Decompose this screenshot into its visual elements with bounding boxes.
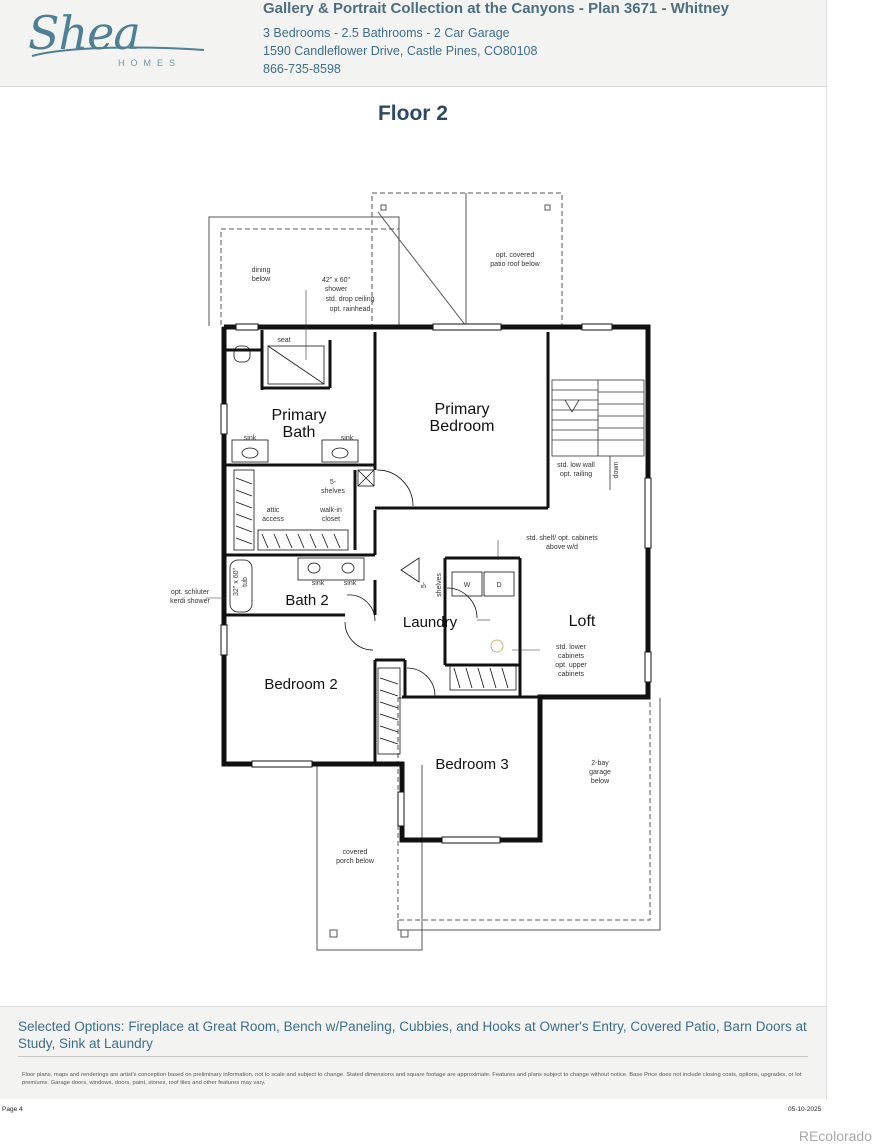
floor-title: Floor 2 xyxy=(377,102,448,125)
washer-label: W xyxy=(464,582,471,589)
document-page: Shea HOMES Gallery & Portrait Collection… xyxy=(0,0,827,1100)
lower-cabinets-note-4: cabinets xyxy=(558,671,585,678)
lower-cabinets-note-2: cabinets xyxy=(558,653,585,660)
walkin-note-2: closet xyxy=(322,516,340,523)
laundry-shelves-note-1: 5- xyxy=(421,581,428,588)
primary-bedroom-label-1: Primary xyxy=(434,401,489,418)
post-markers xyxy=(329,204,551,938)
garage-note-3: below xyxy=(591,778,610,785)
bath2-label: Bath 2 xyxy=(285,592,328,609)
divider xyxy=(18,1056,808,1057)
bedroom3-label: Bedroom 3 xyxy=(435,756,508,773)
seat-note: seat xyxy=(277,337,290,344)
shelf-cabinets-note-1: std. shelf/ opt. cabinets xyxy=(526,535,598,542)
page-date: 05-10-2025 xyxy=(788,1106,822,1113)
plan-address: 1590 Candleflower Drive, Castle Pines, C… xyxy=(263,44,538,58)
primary-bath-label-2: Bath xyxy=(283,424,316,441)
shower-note-4: opt. rainhead xyxy=(330,306,371,313)
sink-note-1: sink xyxy=(244,435,257,442)
shelf-cabinets-note-2: above w/d xyxy=(546,544,578,551)
header-band: Shea HOMES Gallery & Portrait Collection… xyxy=(0,0,826,87)
floor-plan-drawing: Primary Bath Primary Bedroom Loft Laundr… xyxy=(170,192,661,951)
schluter-note-1: opt. schluter xyxy=(171,589,210,596)
disclaimer-text: Floor plans, maps and renderings are art… xyxy=(22,1072,802,1086)
overhang-lines xyxy=(208,193,661,951)
loft-label: Loft xyxy=(569,613,596,630)
bedroom2-label: Bedroom 2 xyxy=(264,676,337,693)
closet-shelving xyxy=(233,469,517,755)
primary-bedroom-label-2: Bedroom xyxy=(430,418,495,435)
page-number: Page 4 xyxy=(2,1106,23,1113)
sink-note-3: sink xyxy=(312,580,325,587)
tub-note-2: tub xyxy=(242,577,249,587)
sink-note-4: sink xyxy=(344,580,357,587)
plan-specs: 3 Bedrooms - 2.5 Bathrooms - 2 Car Garag… xyxy=(263,26,510,40)
fixtures xyxy=(229,345,515,653)
door-swings xyxy=(344,469,478,697)
lower-cabinets-note-1: std. lower xyxy=(556,644,587,651)
tub-note-1: 32" x 60" xyxy=(233,568,240,596)
railing-note-1: std. low wall xyxy=(557,462,595,469)
walkin-note-1: walk-in xyxy=(319,507,342,514)
shower-note-3: std. drop ceiling xyxy=(325,296,374,303)
shelves-note-1: 5- xyxy=(330,479,337,486)
porch-note-2: porch below xyxy=(336,858,375,865)
railing-note-2: opt. railing xyxy=(560,471,592,478)
staircase xyxy=(551,379,645,490)
logo-subtitle: HOMES xyxy=(118,58,182,68)
leader-lines xyxy=(206,290,540,651)
logo-swoosh-icon xyxy=(31,46,205,57)
dryer-label: D xyxy=(496,582,501,589)
attic-note-2: access xyxy=(262,516,284,523)
garage-note-2: garage xyxy=(589,769,611,776)
logo-wordmark: Shea xyxy=(28,6,141,60)
plan-phone: 866-735-8598 xyxy=(263,62,341,76)
plan-title: Gallery & Portrait Collection at the Can… xyxy=(263,0,729,17)
watermark: REcolorado xyxy=(798,1128,872,1144)
shelves-note-2: shelves xyxy=(321,488,345,495)
lower-cabinets-note-3: opt. upper xyxy=(555,662,587,669)
sink-note-2: sink xyxy=(341,435,354,442)
laundry-label: Laundry xyxy=(403,614,458,631)
dining-below-note-1: dining xyxy=(252,267,271,274)
shea-homes-logo: Shea HOMES xyxy=(28,6,208,72)
primary-bath-label-1: Primary xyxy=(271,407,326,424)
selected-options-text: Selected Options: Fireplace at Great Roo… xyxy=(18,1019,807,1051)
patio-note-2: patio roof below xyxy=(490,261,540,268)
shower-note-1: 42" x 60" xyxy=(322,277,350,284)
porch-note-1: covered xyxy=(343,849,368,856)
shower-note-2: shower xyxy=(325,286,348,293)
down-note: down xyxy=(613,462,620,479)
interior-walls xyxy=(226,330,550,762)
windows xyxy=(220,323,652,844)
dining-below-note-2: below xyxy=(252,276,271,283)
options-panel xyxy=(0,1006,826,1099)
schluter-note-2: kerdi shower xyxy=(170,598,210,605)
garage-note-1: 2-bay xyxy=(591,760,609,767)
laundry-shelves-note-2: shelves xyxy=(436,573,443,597)
patio-note-1: opt. covered xyxy=(496,252,535,259)
attic-note-1: attic xyxy=(267,507,280,514)
